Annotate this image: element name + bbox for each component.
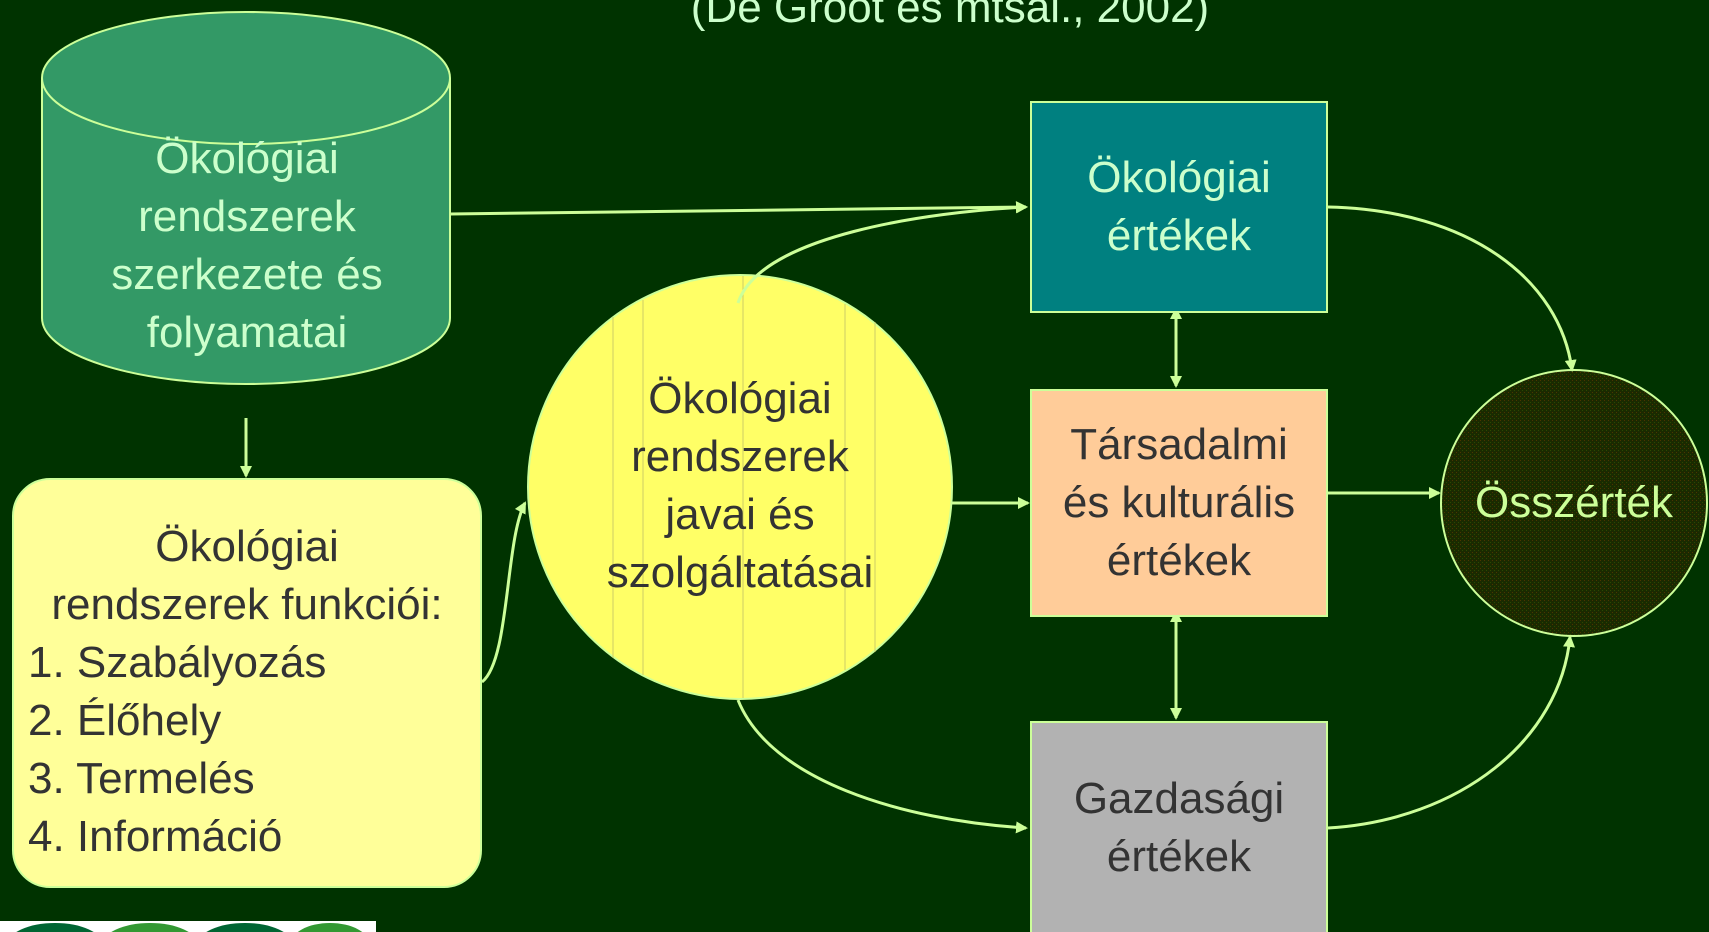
economic-line-1: Gazdasági (1073, 773, 1285, 823)
total-value-label: Összérték (1441, 470, 1707, 536)
functions-head-line-1: Ökológiai (155, 522, 339, 571)
structure-line-3: szerkezete és (111, 250, 383, 299)
goods-services-circle (527, 274, 953, 700)
social-line-3: értékek (1106, 536, 1252, 585)
connector-structure-to-ecological (449, 201, 1028, 216)
ecological-values-node: Ökológiai értékek (1030, 101, 1328, 313)
structure-line-1: Ökológiai (155, 134, 339, 183)
connector-ecological-to-total (1327, 205, 1577, 372)
goods-line-4: szolgáltatásai (606, 548, 874, 597)
functions-item: 1. Szabályozás (28, 638, 327, 687)
structure-line-2: rendszerek (138, 192, 356, 241)
goods-line-1: Ökológiai (648, 374, 832, 423)
structure-line-4: folyamatai (146, 308, 348, 357)
connector-goods-to-ecological (736, 201, 1028, 304)
functions-item: 2. Élőhely (28, 696, 222, 745)
total-value-text: Összérték (1474, 478, 1674, 527)
functions-item: 3. Termelés (28, 754, 255, 803)
social-line-2: és kulturális (1062, 478, 1296, 527)
social-line-1: Társadalmi (1070, 420, 1288, 469)
functions-node: Ökológiai rendszerek funkciói: 1. Szabál… (12, 478, 482, 888)
connector-goods-to-economic (736, 699, 1028, 834)
functions-head-line-2: rendszerek funkciói: (51, 580, 443, 629)
ecological-line-2: értékek (1106, 211, 1252, 260)
cylinder-node (41, 11, 451, 385)
functions-item: 4. Információ (28, 812, 283, 861)
goods-line-2: rendszerek (631, 432, 849, 481)
connector-functions-to-goods (480, 501, 527, 684)
economic-line-2: értékek (1106, 831, 1252, 881)
connectors (240, 201, 1577, 834)
economic-values-node: Gazdasági értékek (1030, 721, 1328, 932)
functions-list: 1. Szabályozás 2. Élőhely 3. Termelés 4.… (14, 634, 480, 866)
goods-line-3: javai és (665, 490, 815, 539)
structure-node-label: Ökológiai rendszerek szerkezete és folya… (52, 130, 442, 362)
functions-heading: Ökológiai rendszerek funkciói: (14, 480, 480, 634)
source-citation: (De Groot és mtsai., 2002) (690, 0, 1210, 32)
social-values-node: Társadalmi és kulturális értékek (1030, 389, 1328, 617)
connector-economic-to-total (1327, 635, 1575, 830)
logo (0, 921, 376, 932)
goods-services-label: Ökológiai rendszerek javai és szolgáltat… (560, 370, 920, 602)
ecological-line-1: Ökológiai (1087, 153, 1271, 202)
